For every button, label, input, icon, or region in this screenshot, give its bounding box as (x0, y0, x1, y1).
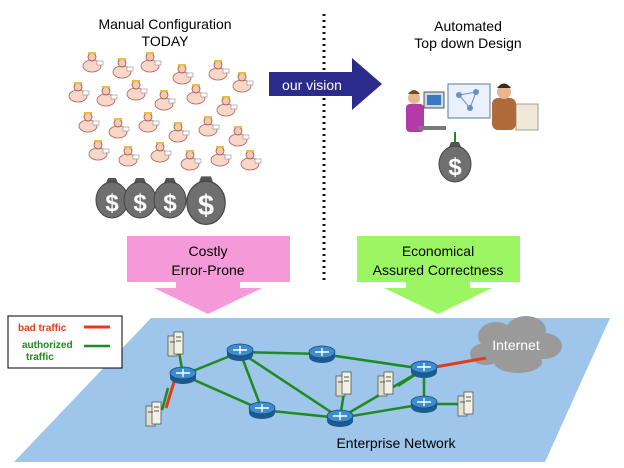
cloud-icon (470, 316, 562, 373)
link (239, 350, 323, 356)
right-heading: Automated Top down Design (378, 18, 558, 52)
link (239, 350, 341, 420)
bad-link (164, 381, 176, 409)
vision-arrow (269, 58, 382, 110)
router-icon (248, 401, 276, 420)
legend-bad-label: bad traffic (18, 323, 67, 334)
money-symbol-2: $ (133, 190, 147, 217)
network-caption: Enterprise Network (336, 435, 456, 451)
left-callout-line2: Error-Prone (171, 262, 244, 278)
router-icon (308, 345, 336, 364)
left-callout-line1: Costly (189, 243, 228, 259)
link (182, 373, 263, 412)
left-heading-line2: TODAY (141, 33, 189, 49)
vision-arrow-label: our vision (282, 77, 342, 93)
router-icon (326, 409, 354, 428)
link (160, 387, 170, 411)
legend: bad traffic authorized traffic (7, 315, 123, 369)
left-heading-line1: Manual Configuration (98, 16, 232, 32)
workstation-icon (406, 83, 539, 142)
link (321, 352, 425, 371)
right-heading-line2: Top down Design (414, 35, 522, 51)
money-symbol-single: $ (448, 154, 462, 181)
cloud-label: Internet (492, 337, 540, 353)
money-symbol-1: $ (105, 190, 119, 217)
left-heading: Manual Configuration TODAY (60, 16, 270, 50)
link (238, 351, 264, 411)
router-icon (169, 366, 197, 385)
legend-authorized-line1: authorized (22, 340, 73, 351)
left-callout-arrow (127, 236, 290, 314)
money-bag-icon-single: $ (438, 141, 472, 183)
router-icon (410, 395, 438, 414)
money-symbols: $ $ $ $ (105, 190, 214, 222)
right-callout-line2: Assured Correctness (373, 262, 504, 278)
router-icon (410, 360, 438, 379)
right-callout-line1: Economical (402, 243, 474, 259)
money-symbol-3: $ (163, 190, 177, 217)
legend-authorized-line2: traffic (26, 352, 54, 363)
right-heading-line1: Automated (434, 18, 502, 34)
link (339, 402, 425, 420)
network-plane (14, 318, 610, 462)
person-crowd-icon (68, 51, 262, 171)
router-icon (226, 343, 254, 362)
right-callout-arrow (357, 236, 520, 314)
money-symbol-4: $ (198, 190, 214, 222)
